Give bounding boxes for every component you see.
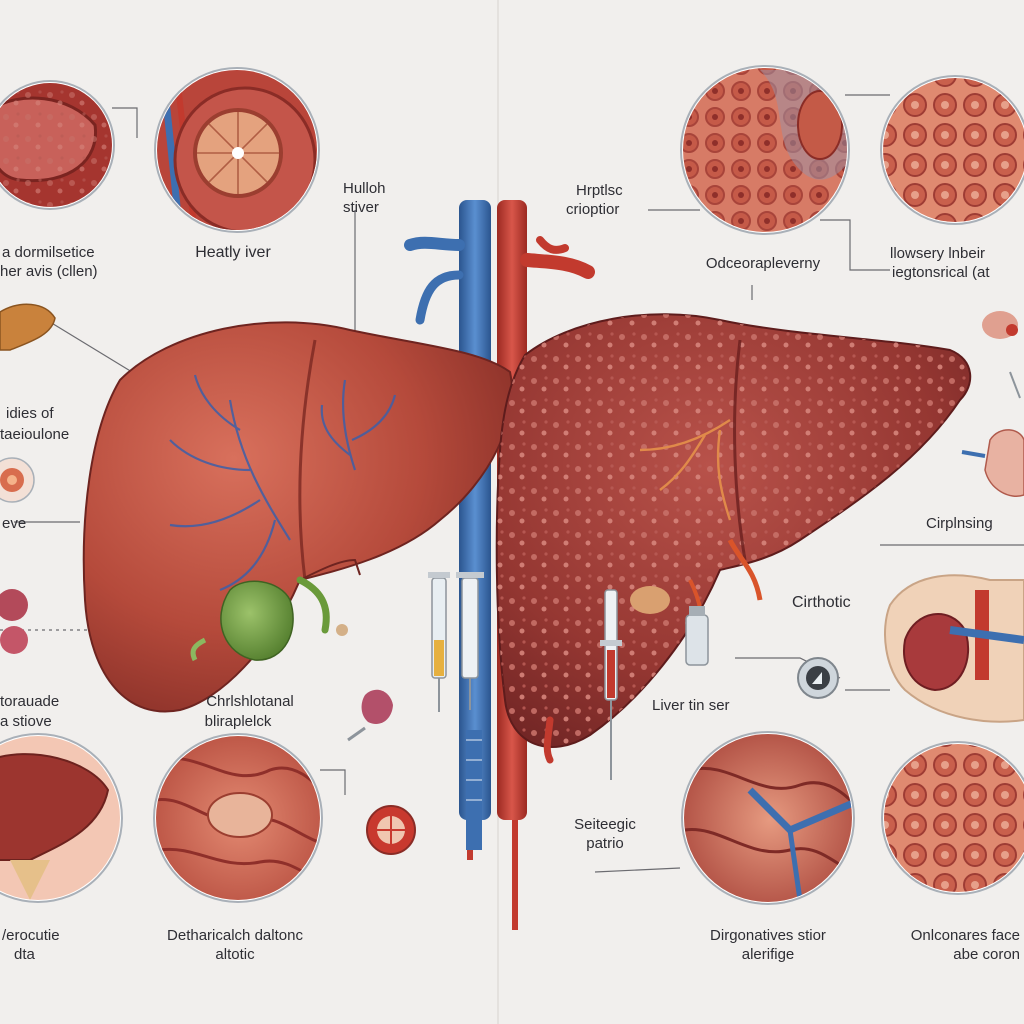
labels: a dormilsetice her avis (cllen) Heatly i… [0, 180, 1020, 963]
vial-icon [685, 606, 709, 666]
tissue-circle-bottom-right [881, 741, 1024, 895]
tissue-circle-top-left [0, 80, 115, 210]
small-organ-icon-left [0, 589, 28, 654]
label-bottom-right-mid-1: Dirgonatives stior [710, 927, 826, 944]
label-bottom-right-1: Onlconares face [911, 927, 1020, 944]
connector-lines [0, 94, 1024, 873]
label-left-low-2: a stiove [0, 713, 52, 730]
label-left-mid-2: taeioulone [0, 426, 69, 443]
label-left-low-1: torauade [0, 693, 59, 710]
label-cirphinsing: Cirplnsing [926, 515, 993, 532]
small-organ-icon-right [961, 311, 1024, 497]
tissue-circle-bottom-center-left [153, 733, 323, 903]
label-bottom-right-2: abe coron [953, 946, 1020, 963]
label-left-mid-1: idies of [6, 405, 54, 422]
syringe-right [600, 589, 622, 780]
healthy-liver [82, 321, 513, 713]
label-right-top-mid: Odceorapleverny [706, 255, 821, 272]
label-bottom-left-1: /erocutie [2, 927, 60, 944]
label-right-top-right-1: llowsery lnbeir [890, 245, 985, 262]
tissue-circle-top-right-2 [880, 75, 1024, 225]
label-healthy-sliver-1: Hulloh [343, 180, 386, 197]
label-septic-1: Seiteegic [574, 816, 636, 833]
gauge-icon [797, 657, 839, 699]
label-gallbladder-1: Chrlshlotanal [206, 693, 294, 710]
label-hepatic-1: Hrptlsc [576, 182, 623, 199]
gallbladder [190, 576, 330, 662]
label-bottom-center-left-2: altotic [215, 946, 255, 963]
syringe-center [456, 572, 484, 710]
label-septic-2: patrio [586, 835, 624, 852]
label-top-left-1: a dormilsetice [2, 244, 95, 261]
label-top-left-2: her avis (cllen) [0, 263, 98, 280]
label-bottom-center-left-1: Detharicalch daltonc [167, 927, 303, 944]
label-healthy-sliver-2: stiver [343, 199, 379, 216]
small-cell-icon-left [0, 457, 35, 503]
label-left-eve: eve [2, 515, 26, 532]
syringe-left [428, 572, 450, 712]
small-liver-icon-left [0, 303, 56, 351]
tissue-circle-bottom-right-mid [681, 731, 855, 905]
label-healthy-liver: Heatly iver [195, 244, 271, 261]
tissue-circle-healthy [154, 67, 320, 233]
label-bottom-right-mid-2: alerifige [742, 946, 795, 963]
small-organ-icon-center [336, 624, 393, 742]
label-liver-tin: Liver tin ser [652, 697, 730, 714]
cell-icon-center [366, 805, 416, 855]
tissue-circle-top-right-1 [680, 65, 850, 235]
tissue-circle-bottom-left-partial [0, 733, 123, 903]
label-cirrhotic: Cirthotic [792, 594, 851, 611]
label-gallbladder-2: bliraplelck [205, 713, 272, 730]
label-bottom-left-2: dta [14, 946, 36, 963]
label-right-top-right-2: iegtonsrical (at [892, 264, 990, 281]
heart-anatomy-icon [884, 574, 1024, 723]
label-hepatic-2: crioptior [566, 201, 619, 218]
